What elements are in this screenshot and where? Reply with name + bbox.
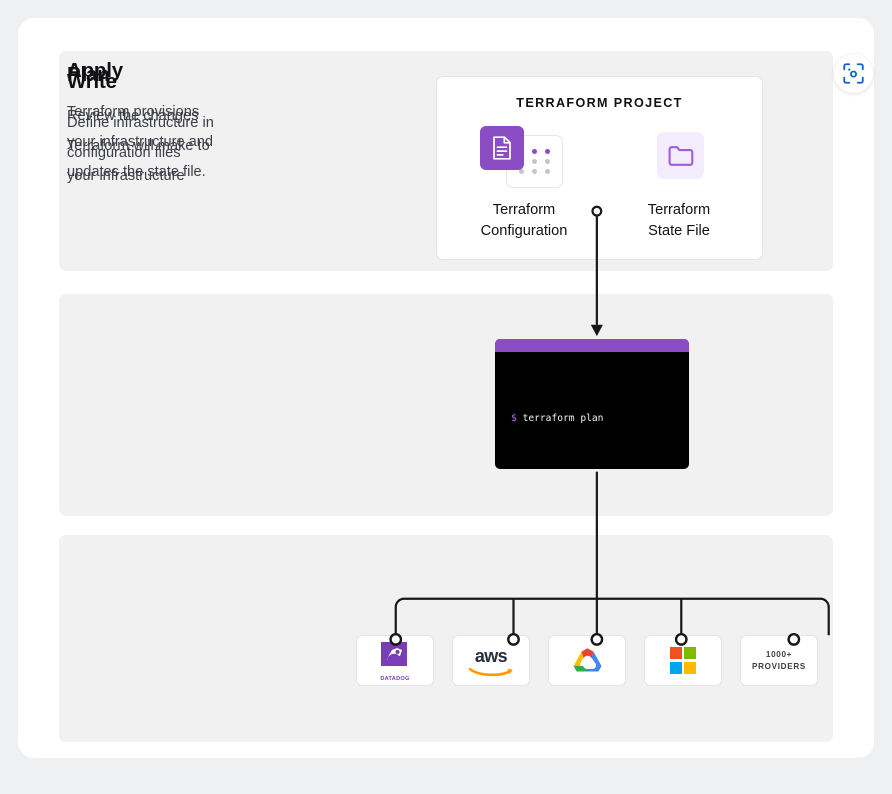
- microsoft-square-green: [684, 647, 697, 660]
- more-providers-count: 1000+: [765, 649, 793, 659]
- step-plan-desc-line-1: Review the changes: [67, 108, 199, 124]
- terminal-prompt-symbol: $: [511, 413, 517, 424]
- step-apply-desc-line-3: updates the state file.: [67, 164, 206, 180]
- step-write-desc-line-1: Define infrastructure in: [67, 115, 214, 131]
- google-cloud-logo: [573, 648, 601, 672]
- aws-logo: aws: [468, 646, 514, 676]
- provider-card-datadog[interactable]: DATADOG: [356, 635, 434, 686]
- dot-7: [519, 169, 524, 174]
- page-shell: Write Define infrastructure in configura…: [18, 18, 874, 758]
- tf-config-label-line-2: Configuration: [480, 223, 568, 239]
- dot-8: [532, 169, 537, 174]
- step-plan-desc-line-3: your infrastructure: [67, 168, 185, 184]
- tf-config-label-line-1: Terraform: [492, 202, 556, 218]
- provider-card-more-providers[interactable]: 1000+ PROVIDERS: [740, 635, 818, 686]
- step-plan-title: Plan: [67, 63, 110, 86]
- dot-grid: [519, 149, 553, 174]
- dot-9: [545, 169, 550, 174]
- tf-state-label-line-2: State File: [648, 223, 710, 239]
- step-apply-desc-line-1: Terraform provisions: [67, 104, 200, 120]
- folder-state-icon: [635, 126, 723, 188]
- step-write-description: Define infrastructure in configuration f…: [67, 108, 307, 168]
- document-glyph: [493, 136, 511, 160]
- terraform-project-card: TERRAFORM PROJECT: [436, 76, 763, 260]
- datadog-wordmark: DATADOG: [380, 675, 410, 682]
- document-config-icon: [480, 126, 568, 188]
- step-apply-desc-line-2: your infrastructure and: [67, 134, 214, 150]
- provider-card-google-cloud[interactable]: [548, 635, 626, 686]
- folder-tile: [657, 132, 704, 179]
- providers-row: DATADOG aws: [356, 635, 818, 686]
- step-apply-title: Apply: [67, 59, 123, 82]
- more-providers-label: 1000+ PROVIDERS: [752, 649, 806, 673]
- terminal-title-bar: [495, 339, 689, 352]
- scan-capture-icon: [843, 63, 864, 84]
- terraform-configuration-label: Terraform Configuration: [459, 200, 589, 242]
- tf-state-label-line-1: Terraform: [647, 202, 711, 218]
- step-plan-description: Review the changes Terraform will make t…: [67, 101, 307, 191]
- provider-card-microsoft[interactable]: [644, 635, 722, 686]
- step-write-desc-line-2: configuration files: [67, 145, 181, 161]
- dot-3: [545, 149, 550, 154]
- aws-wordmark: aws: [474, 645, 508, 666]
- terminal-window: $ terraform plan ... Terraform will perf…: [495, 339, 689, 469]
- section-plan: [59, 294, 833, 516]
- datadog-glyph: [381, 641, 407, 666]
- step-plan-desc-line-2: Terraform will make to: [67, 138, 210, 154]
- microsoft-square-red: [669, 647, 682, 660]
- terraform-state-file-label: Terraform State File: [614, 200, 744, 242]
- aws-smile-arrow: [468, 667, 513, 676]
- terminal-body: $ terraform plan ... Terraform will perf…: [495, 352, 689, 469]
- microsoft-square-blue: [669, 661, 682, 674]
- step-apply-description: Terraform provisions your infrastructure…: [67, 97, 307, 187]
- terraform-configuration-item: Terraform Configuration: [459, 126, 589, 242]
- terraform-state-file-item: Terraform State File: [614, 126, 744, 242]
- more-providers-word: PROVIDERS: [752, 661, 806, 671]
- diagram-card: Write Define infrastructure in configura…: [18, 18, 874, 758]
- datadog-logo: DATADOG: [375, 641, 415, 682]
- terminal-command: terraform plan: [522, 413, 604, 424]
- step-write-title: Write: [67, 70, 117, 93]
- folder-glyph: [668, 145, 693, 166]
- step-apply-text: Apply Terraform provisions your infrastr…: [67, 59, 307, 187]
- terminal-command-line: $ terraform plan: [511, 408, 673, 429]
- document-tile: [480, 126, 524, 170]
- microsoft-logo: [669, 647, 697, 674]
- dot-5: [532, 159, 537, 164]
- step-plan-text: Plan Review the changes Terraform will m…: [67, 63, 307, 191]
- step-write-text: Write Define infrastructure in configura…: [67, 70, 307, 168]
- scan-capture-button[interactable]: [834, 54, 873, 93]
- terraform-project-heading: TERRAFORM PROJECT: [516, 96, 683, 110]
- dot-2: [532, 149, 537, 154]
- provider-card-aws[interactable]: aws: [452, 635, 530, 686]
- dot-6: [545, 159, 550, 164]
- microsoft-square-yellow: [684, 661, 697, 674]
